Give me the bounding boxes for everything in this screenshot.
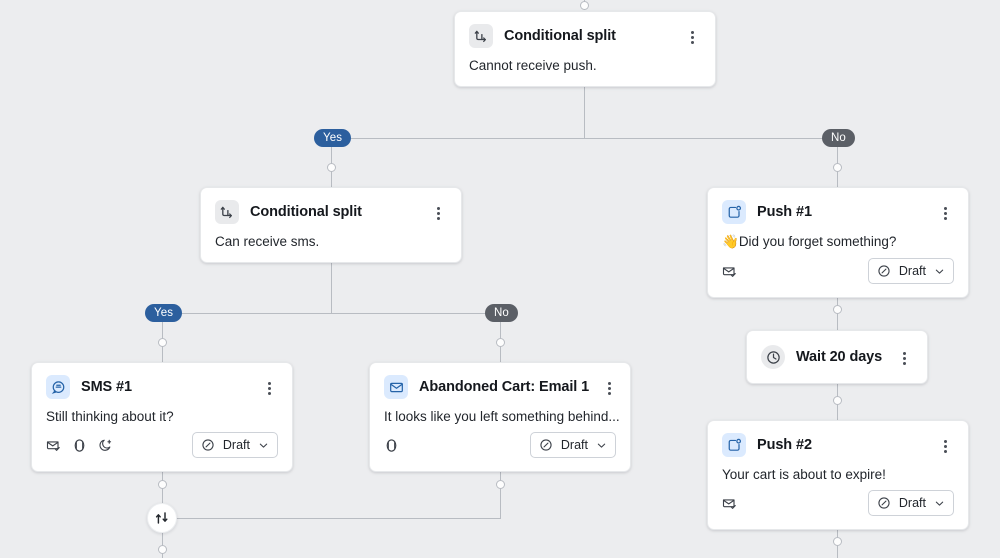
node-title: Wait 20 days (796, 349, 883, 365)
node-merge-loop[interactable] (147, 503, 177, 533)
connector-dot (833, 305, 842, 314)
draft-circle-icon (539, 438, 553, 452)
node-footer: Draft (708, 258, 968, 297)
node-footer: Draft (370, 432, 630, 471)
more-options-icon[interactable] (600, 378, 618, 396)
envelope-icon (384, 375, 408, 399)
connector-dot (833, 396, 842, 405)
envelope-check-icon (722, 264, 737, 279)
more-options-icon[interactable] (683, 27, 701, 45)
node-push-2[interactable]: Push #2 Your cart is about to expire! (707, 420, 969, 530)
sms-bubble-icon (46, 375, 70, 399)
connector-line (162, 518, 501, 519)
node-email-1[interactable]: Abandoned Cart: Email 1 It looks like yo… (369, 362, 631, 472)
node-footer: Draft (708, 490, 968, 529)
connector-dot (327, 163, 336, 172)
node-header: Abandoned Cart: Email 1 (370, 363, 630, 409)
envelope-check-icon (46, 438, 61, 453)
status-select[interactable]: Draft (529, 432, 616, 458)
connector-line (500, 464, 501, 518)
status-select[interactable]: Draft (867, 258, 954, 284)
node-title: SMS #1 (81, 379, 132, 395)
node-title: Conditional split (504, 28, 616, 44)
connector-dot (580, 1, 589, 10)
envelope-check-icon (722, 496, 737, 511)
status-select[interactable]: Draft (867, 490, 954, 516)
chevron-down-icon[interactable] (258, 440, 269, 451)
status-label: Draft (560, 438, 588, 452)
node-header: Conditional split (455, 12, 715, 58)
branch-label-yes: Yes (314, 129, 352, 147)
node-header: Push #2 (708, 421, 968, 467)
node-description: Cannot receive push. (469, 58, 597, 73)
more-options-icon[interactable] (895, 348, 913, 366)
draft-circle-icon (877, 264, 891, 278)
wave-emoji: 👋 (722, 234, 739, 249)
connector-dot (158, 338, 167, 347)
node-title: Push #2 (757, 437, 812, 453)
connector-dot (158, 480, 167, 489)
more-options-icon[interactable] (936, 436, 954, 454)
node-footer-icons (722, 264, 737, 279)
clock-icon (761, 345, 785, 369)
node-header: Conditional split (201, 188, 461, 234)
node-header: Wait 20 days (747, 331, 927, 383)
more-options-icon[interactable] (429, 203, 447, 221)
branch-label-no: No (822, 129, 855, 147)
node-sms-1[interactable]: SMS #1 Still thinking about it? (31, 362, 293, 472)
branch-label-no: No (485, 304, 518, 322)
push-notification-icon (722, 433, 746, 457)
node-header: Push #1 (708, 188, 968, 234)
node-conditional-split-push[interactable]: Conditional split Cannot receive push. (454, 11, 716, 87)
node-title: Conditional split (250, 204, 362, 220)
node-description: Can receive sms. (215, 234, 320, 249)
node-footer-icons (384, 438, 399, 453)
connector-dot (833, 163, 842, 172)
chevron-down-icon[interactable] (934, 266, 945, 277)
node-wait[interactable]: Wait 20 days (746, 330, 928, 384)
chevron-down-icon[interactable] (934, 498, 945, 509)
split-branch-icon (215, 200, 239, 224)
status-label: Draft (222, 438, 250, 452)
split-branch-icon (469, 24, 493, 48)
draft-circle-icon (201, 438, 215, 452)
node-description: Your cart is about to expire! (722, 467, 886, 482)
chevron-down-icon[interactable] (596, 440, 607, 451)
node-description-text: Did you forget something? (738, 234, 897, 249)
status-label: Draft (898, 264, 926, 278)
connector-line (331, 138, 838, 139)
moon-quiet-hours-icon (98, 438, 113, 453)
connector-dot (158, 545, 167, 554)
merge-loop-icon (154, 510, 170, 526)
connector-line (584, 86, 585, 139)
node-footer-icons (46, 438, 113, 453)
at-circle-icon (72, 438, 87, 453)
node-push-1[interactable]: Push #1 👋Did you forget something? (707, 187, 969, 298)
more-options-icon[interactable] (260, 378, 278, 396)
node-footer: Draft (32, 432, 292, 471)
node-description: It looks like you left something behind.… (384, 409, 620, 424)
node-title: Push #1 (757, 204, 812, 220)
push-notification-icon (722, 200, 746, 224)
status-select[interactable]: Draft (191, 432, 278, 458)
at-circle-icon (384, 438, 399, 453)
more-options-icon[interactable] (936, 203, 954, 221)
branch-label-yes: Yes (145, 304, 183, 322)
connector-dot (496, 480, 505, 489)
node-title: Abandoned Cart: Email 1 (419, 379, 590, 395)
connector-dot (496, 338, 505, 347)
node-footer-icons (722, 496, 737, 511)
node-conditional-split-sms[interactable]: Conditional split Can receive sms. (200, 187, 462, 263)
status-label: Draft (898, 496, 926, 510)
connector-line (331, 260, 332, 314)
node-description: 👋Did you forget something? (708, 234, 968, 258)
connector-dot (833, 537, 842, 546)
connector-line (162, 313, 500, 314)
draft-circle-icon (877, 496, 891, 510)
node-description: Still thinking about it? (46, 409, 174, 424)
node-header: SMS #1 (32, 363, 292, 409)
